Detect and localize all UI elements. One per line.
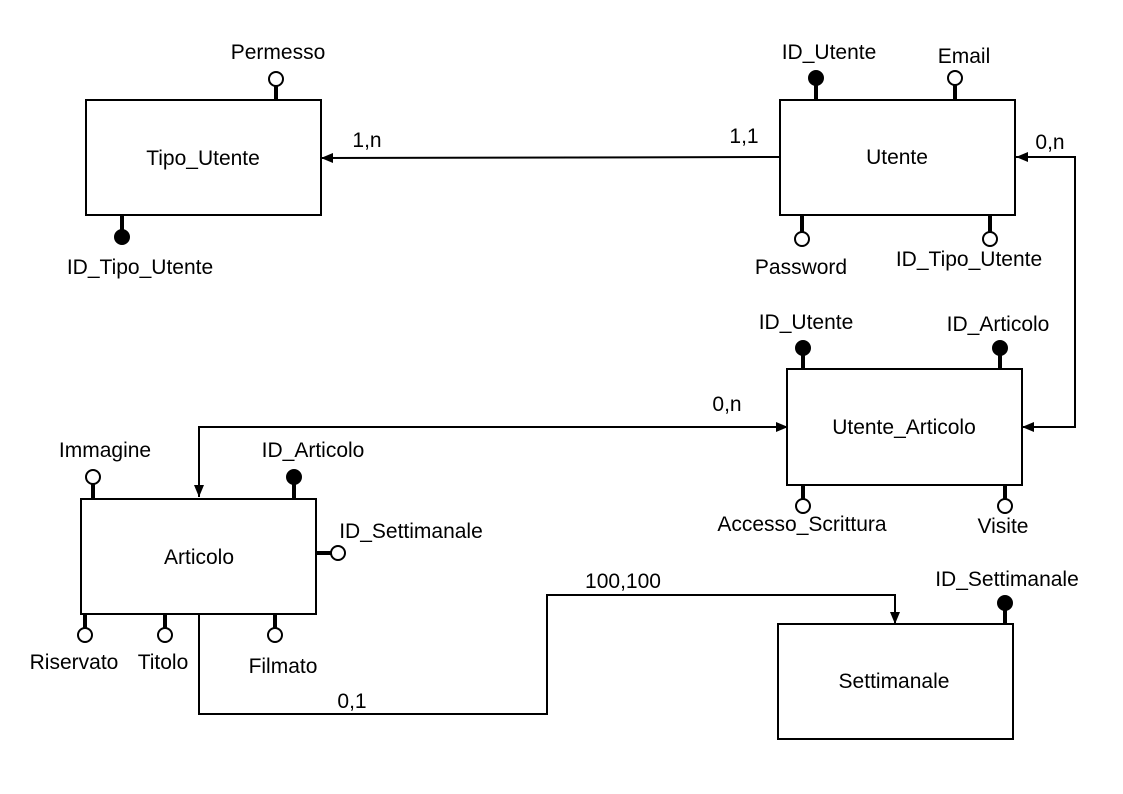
relationship-articolo-settimanale (198, 594, 900, 715)
entity-label: Articolo (164, 546, 234, 569)
attribute-label: Filmato (249, 655, 318, 678)
entity-articolo: Articolo (80, 498, 317, 615)
attribute-label: Immagine (59, 439, 151, 462)
entity-label: Utente_Articolo (832, 416, 976, 439)
attribute-label: ID_Utente (782, 41, 877, 64)
attribute-riservato: Riservato (30, 614, 119, 674)
entity-label: Tipo_Utente (146, 147, 260, 170)
attribute-titolo: Titolo (138, 614, 189, 674)
attribute-label: ID_Tipo_Utente (896, 248, 1042, 271)
attribute-visite: Visite (978, 485, 1029, 538)
attribute-label: ID_Settimanale (339, 520, 483, 543)
attribute-permesso: Permesso (231, 41, 326, 100)
attribute-label: ID_Articolo (947, 313, 1050, 336)
cardinality-settimanale: 100,100 (585, 570, 661, 593)
cardinality-articolo-to-settimanale: 0,1 (337, 690, 366, 713)
attribute-utente-id-tipo-utente: ID_Tipo_Utente (896, 215, 1042, 271)
attribute-label: Visite (978, 515, 1029, 538)
entity-label: Utente (866, 146, 928, 169)
cardinality-tipo-utente: 1,n (352, 129, 381, 152)
attribute-filmato: Filmato (249, 614, 318, 678)
attribute-id-utente-key: ID_Utente (782, 41, 877, 100)
attribute-label: ID_Tipo_Utente (67, 256, 213, 279)
attribute-ua-id-articolo-key: ID_Articolo (947, 313, 1050, 369)
relationship-utente-utente-articolo (1016, 152, 1076, 432)
attribute-label: ID_Settimanale (935, 568, 1079, 591)
attribute-id-tipo-utente-key: ID_Tipo_Utente (67, 215, 213, 279)
attribute-label: ID_Articolo (262, 439, 365, 462)
attribute-label: Riservato (30, 651, 119, 674)
attribute-label: Titolo (138, 651, 189, 674)
attribute-accesso-scrittura: Accesso_Scrittura (717, 485, 887, 536)
entity-utente-articolo: Utente_Articolo (786, 368, 1023, 486)
cardinality-utente-to-ua: 0,n (1035, 131, 1064, 154)
attribute-art-id-settimanale: ID_Settimanale (316, 520, 483, 561)
attribute-label: Email (938, 45, 991, 68)
attribute-label: Password (755, 256, 847, 279)
relationship-articolo-utente-articolo (194, 422, 788, 497)
attribute-email: Email (938, 45, 991, 100)
attribute-label: Permesso (231, 41, 326, 64)
attribute-label: ID_Utente (759, 311, 854, 334)
entity-utente: Utente (779, 99, 1016, 216)
attribute-password: Password (755, 215, 847, 279)
attribute-immagine: Immagine (59, 439, 151, 499)
entity-settimanale: Settimanale (777, 623, 1014, 740)
attribute-art-id-articolo-key: ID_Articolo (262, 439, 365, 499)
entity-label: Settimanale (839, 670, 950, 693)
attribute-sett-id-settimanale-key: ID_Settimanale (935, 568, 1079, 624)
attribute-label: Accesso_Scrittura (717, 513, 887, 536)
entity-tipo-utente: Tipo_Utente (85, 99, 322, 216)
relationship-utente-tipo-utente (321, 152, 781, 163)
attribute-ua-id-utente-key: ID_Utente (759, 311, 854, 369)
cardinality-utente-to-tipo: 1,1 (729, 125, 758, 148)
cardinality-articolo-to-ua: 0,n (712, 393, 741, 416)
